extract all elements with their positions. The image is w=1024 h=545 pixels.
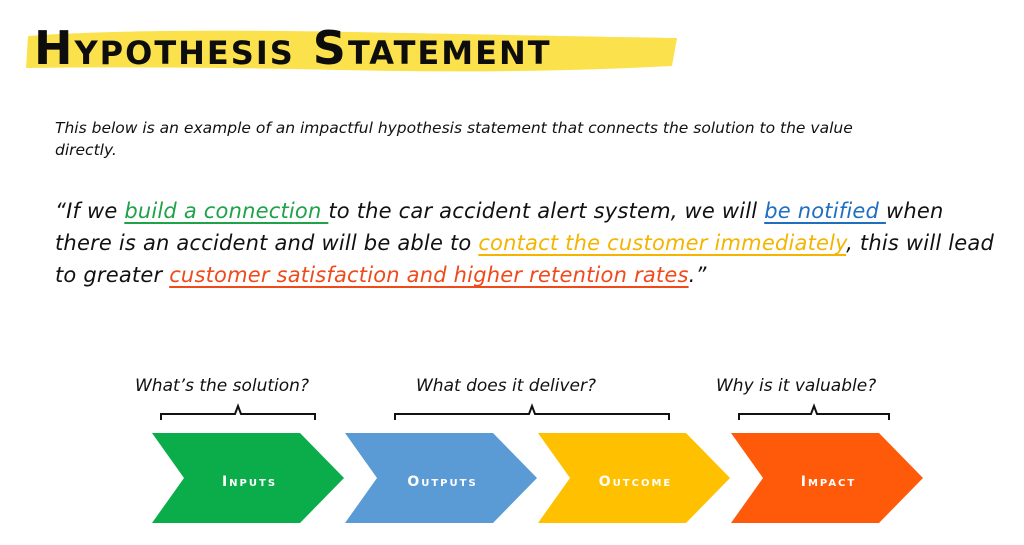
step-impact-shape <box>731 433 923 523</box>
question-deliver: What does it deliver? <box>416 376 597 396</box>
step-impact-arrow <box>731 433 923 523</box>
quote-part-5: .” <box>688 263 707 287</box>
question-solution: What’s the solution? <box>135 376 309 396</box>
step-outcome-label: Outcome <box>598 474 673 490</box>
page-title: Hypothesis Statement <box>34 21 552 75</box>
question-valuable: Why is it valuable? <box>716 376 877 396</box>
step-inputs-arrow <box>152 433 344 523</box>
step-inputs-label: Inputs <box>221 474 278 490</box>
step-outputs-arrow <box>345 433 537 523</box>
step-outputs-shape <box>345 433 537 523</box>
step-impact-label: Impact <box>800 474 857 490</box>
quote-part-2: to the car accident alert system, we wil… <box>328 199 765 223</box>
step-outcome-shape <box>538 433 730 523</box>
quote-part-4: , this will lead to greater <box>55 231 995 287</box>
step-outputs-label: Outputs <box>407 474 478 490</box>
hypothesis-quote: “If we build a connection to the car acc… <box>55 195 1000 291</box>
brace-valuable <box>738 403 890 420</box>
title-block: Hypothesis Statement <box>22 18 682 78</box>
title-highlight-bar <box>26 30 677 72</box>
brace-deliver <box>394 403 670 420</box>
step-inputs-shape <box>152 433 344 523</box>
quote-part-1: “If we <box>55 199 125 223</box>
quote-highlight-solution: build a connection <box>124 199 329 223</box>
brace-solution <box>160 403 316 420</box>
step-outcome-arrow <box>538 433 730 523</box>
quote-highlight-outcome: contact the customer immediately <box>478 231 847 255</box>
intro-text: This below is an example of an impactful… <box>55 119 853 159</box>
quote-highlight-impact: customer satisfaction and higher retenti… <box>169 263 689 287</box>
quote-highlight-output: be notified <box>764 199 886 223</box>
quote-part-3: when there is an accident and will be ab… <box>55 199 944 255</box>
